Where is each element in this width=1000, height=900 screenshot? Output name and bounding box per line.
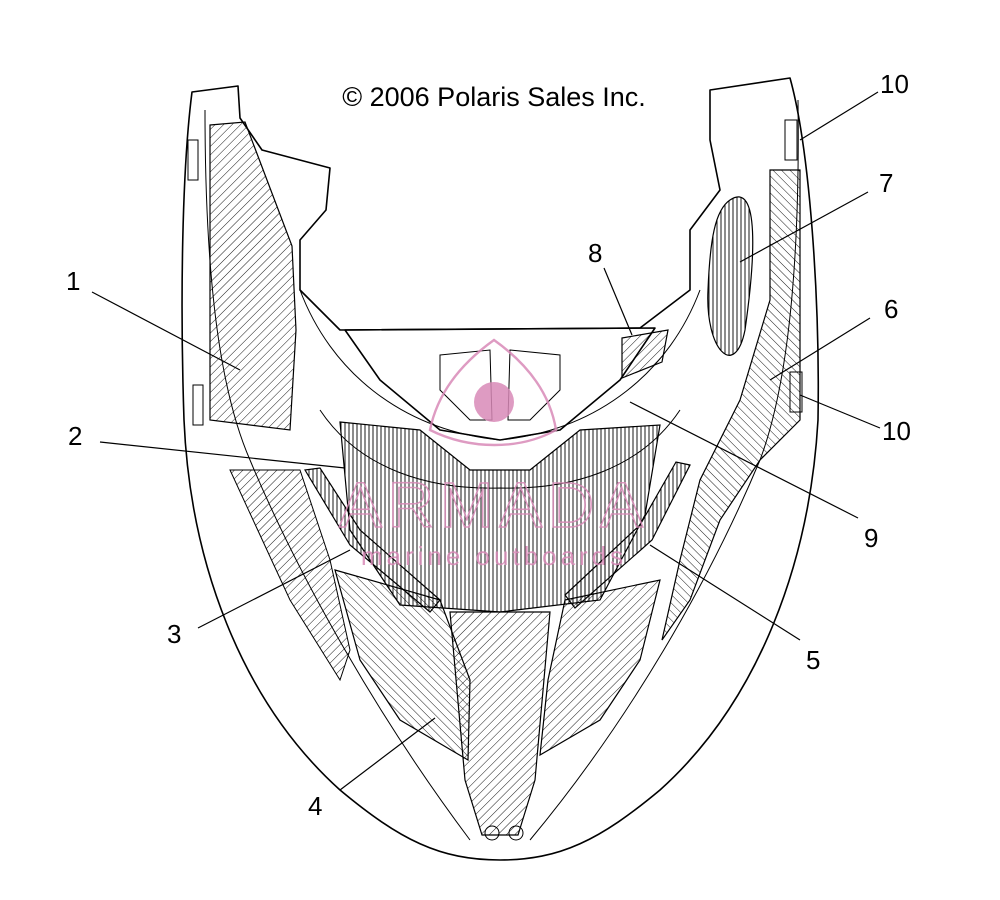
callout-2: 2 <box>68 421 82 451</box>
copyright-notice: © 2006 Polaris Sales Inc. <box>342 82 646 112</box>
callout-8: 8 <box>588 238 602 268</box>
leader-7 <box>739 191 869 263</box>
inner-contour-left <box>204 109 471 841</box>
clip-left-top <box>187 139 199 181</box>
leader-4 <box>339 717 436 791</box>
decal-1-lower-strip <box>229 469 351 682</box>
leader-2 <box>99 441 346 469</box>
callout-5: 5 <box>806 645 820 675</box>
vent-slot-right <box>507 349 561 421</box>
watermark-brand: ARMADA <box>339 469 649 541</box>
callout-10-bottom: 10 <box>882 416 911 446</box>
decal-1-left-side-panel <box>209 121 297 431</box>
decal-4-nose-right <box>539 579 661 757</box>
callout-1: 1 <box>66 266 80 296</box>
upper-vent <box>344 327 656 441</box>
watermark-logo-ring-icon <box>428 338 558 447</box>
callout-3: 3 <box>167 619 181 649</box>
hood-outline <box>181 77 820 861</box>
leader-10b <box>799 394 881 429</box>
clip-right-bottom <box>789 371 803 413</box>
leader-1 <box>91 291 241 371</box>
nose-bolt-left <box>484 825 500 841</box>
clip-left-bottom <box>192 384 204 426</box>
leader-8 <box>603 267 633 336</box>
decal-5-right-vent-strip <box>564 461 691 609</box>
callout-9: 9 <box>864 523 878 553</box>
decal-7-right-oval <box>707 196 754 356</box>
decal-6-right-side-panel <box>661 169 801 641</box>
clip-right-top <box>784 119 798 161</box>
leader-6 <box>769 317 871 381</box>
leader-5 <box>649 544 801 641</box>
leader-3 <box>197 549 351 629</box>
nose-bolt-right <box>508 825 524 841</box>
watermark-tagline: marine outboards <box>361 541 627 571</box>
watermark-logo-icon <box>474 382 514 422</box>
leader-10a <box>799 91 879 141</box>
callout-4: 4 <box>308 791 322 821</box>
callout-7: 7 <box>879 168 893 198</box>
callout-6: 6 <box>884 294 898 324</box>
leader-9 <box>629 401 859 519</box>
callout-10-top: 10 <box>880 69 909 99</box>
decal-4-nose-center <box>449 611 551 836</box>
watermark: ARMADA marine outboards <box>338 338 649 571</box>
decal-8-badge <box>621 329 669 379</box>
